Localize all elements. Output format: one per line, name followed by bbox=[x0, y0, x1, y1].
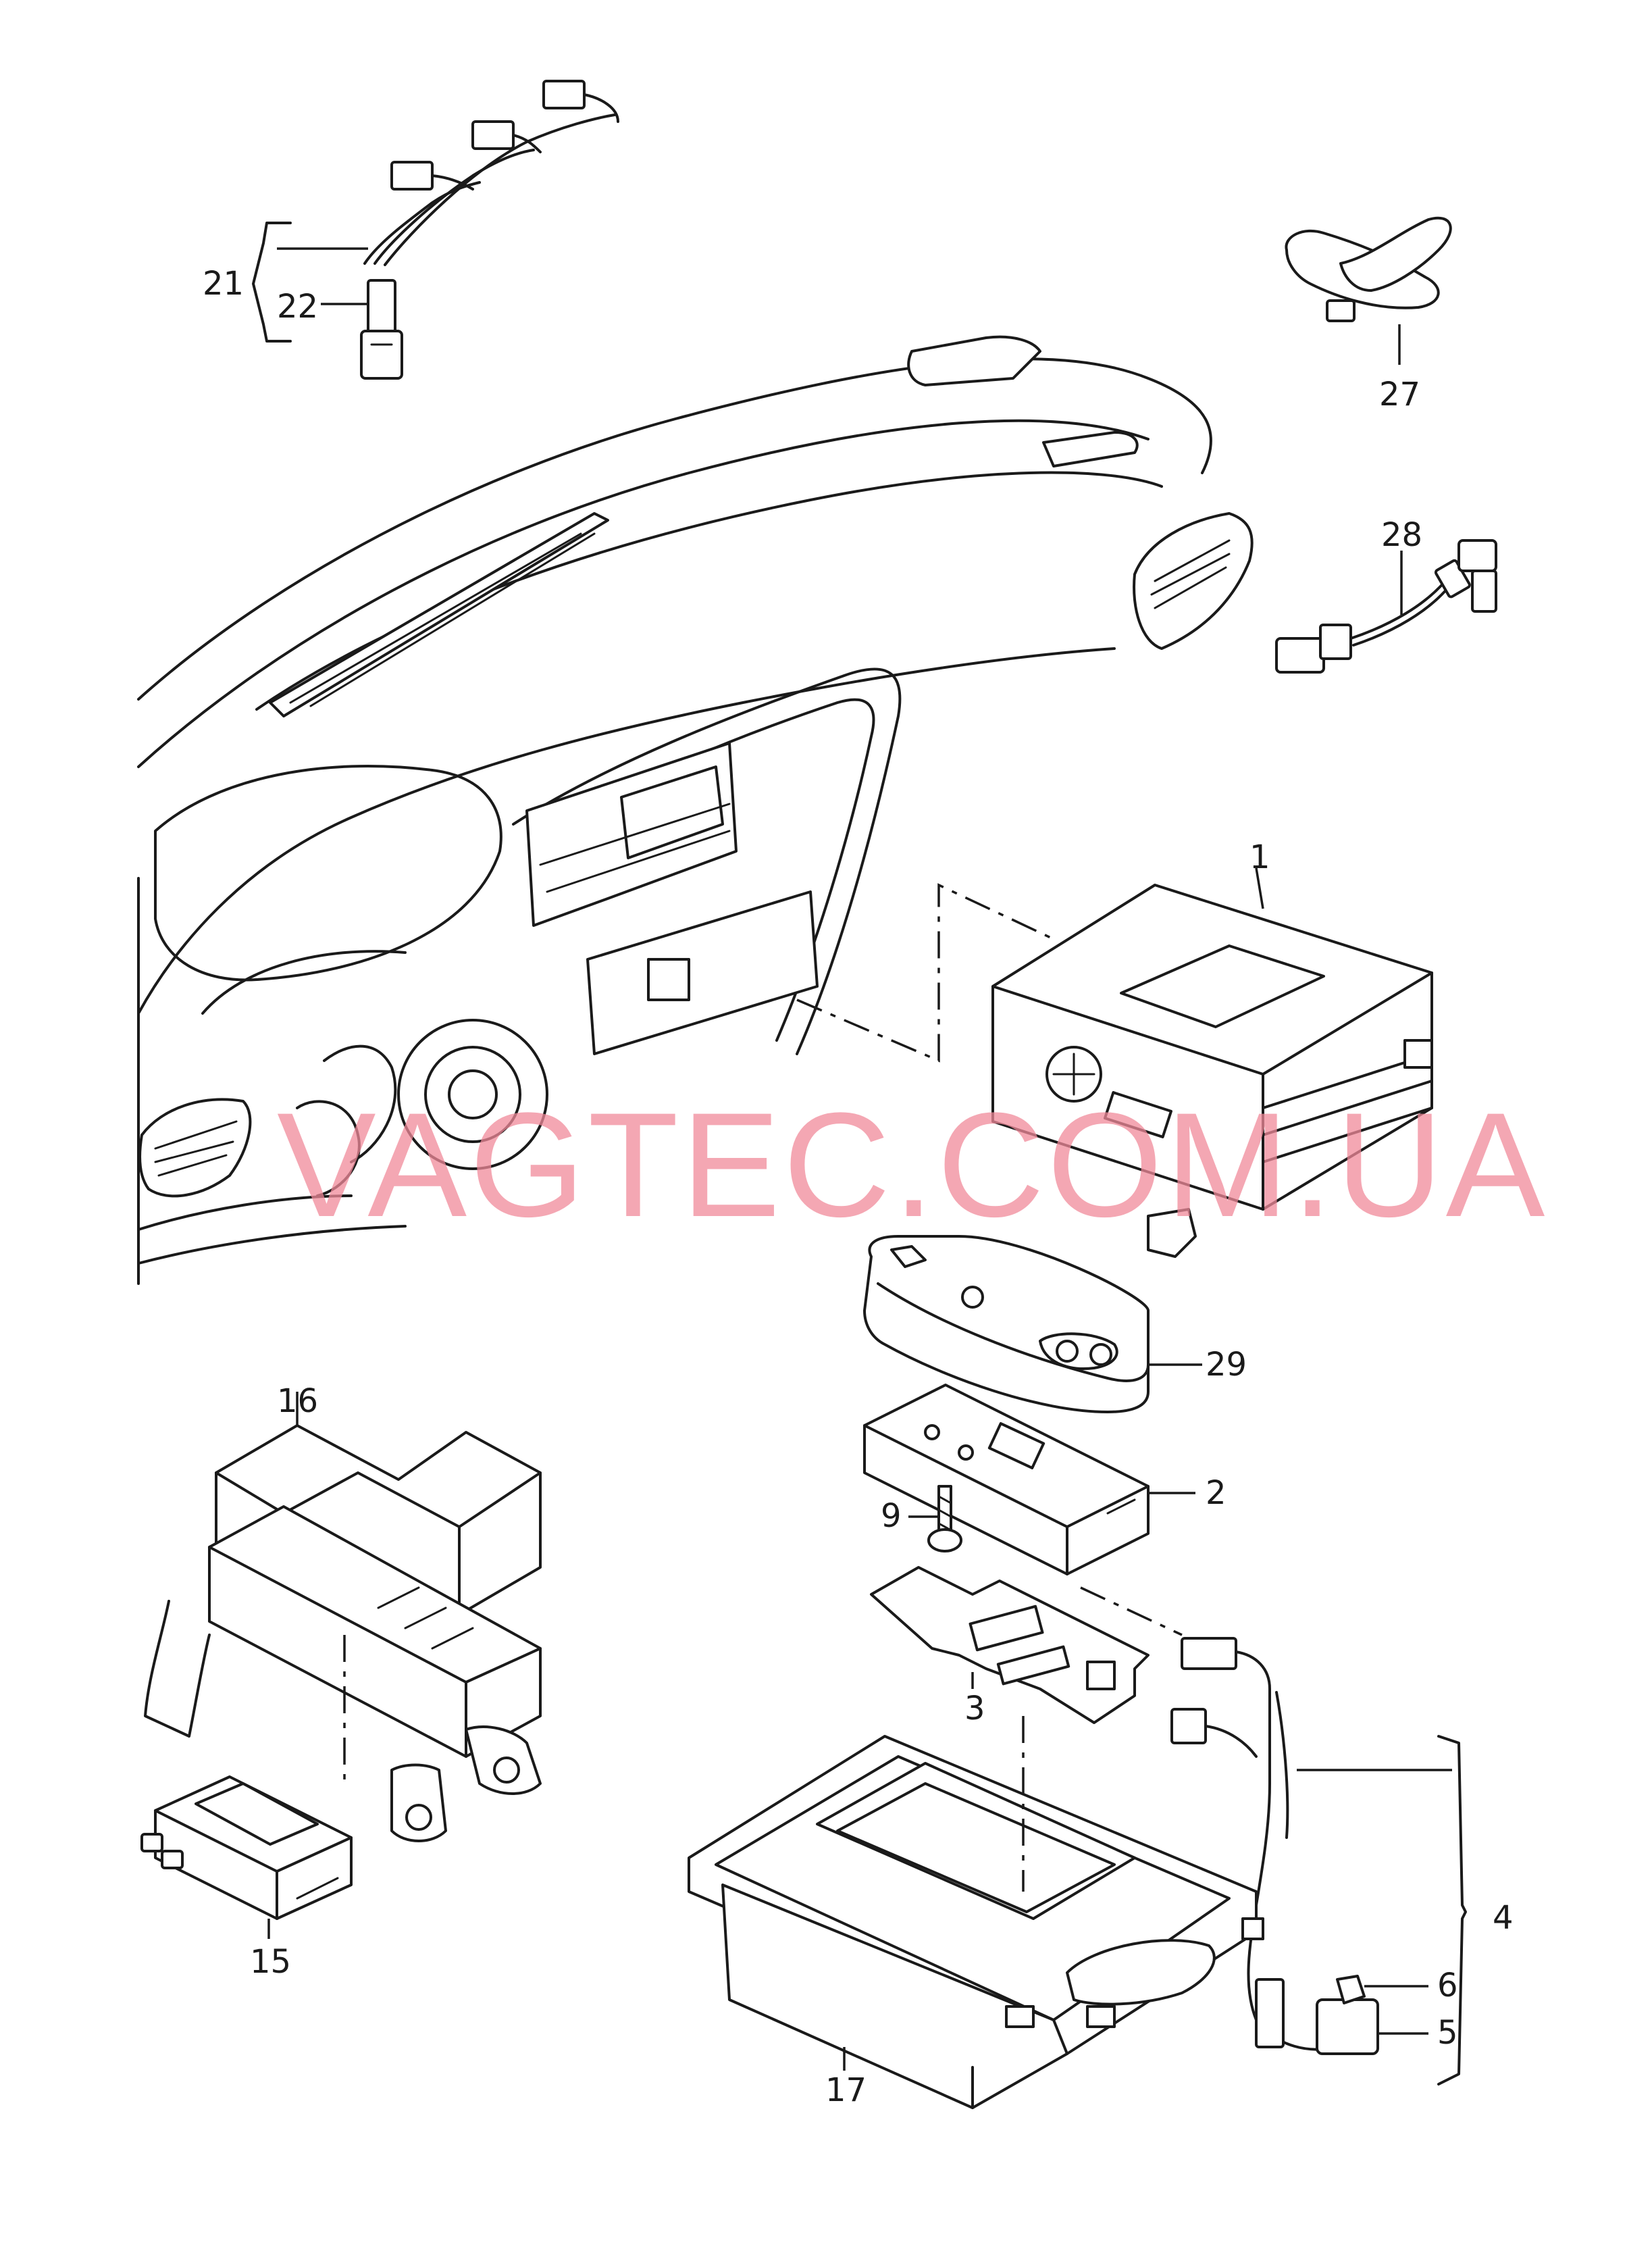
storage-tray-17 bbox=[688, 1735, 1264, 2109]
dashboard bbox=[137, 335, 1254, 1285]
cable-set-4 bbox=[1170, 1637, 1379, 2055]
callout-16: 16 bbox=[277, 1382, 318, 1420]
watermark: VAGTEC.COM.UA bbox=[277, 1082, 1547, 1248]
callout-5: 5 bbox=[1437, 2014, 1458, 2052]
trim-bezel-29 bbox=[863, 1235, 1150, 1413]
callout-15: 15 bbox=[250, 1943, 291, 1981]
assembly-line-4 bbox=[1080, 1586, 1183, 1636]
control-module-15 bbox=[140, 1775, 353, 1920]
callout-9: 9 bbox=[881, 1497, 902, 1535]
bracket-4 bbox=[1437, 1735, 1467, 2086]
callout-3: 3 bbox=[964, 1690, 985, 1727]
screw-9 bbox=[927, 1485, 962, 1552]
connector-22 bbox=[360, 279, 403, 380]
callout-22: 22 bbox=[277, 288, 318, 326]
head-unit-1 bbox=[991, 884, 1433, 1258]
callout-27: 27 bbox=[1379, 376, 1420, 413]
antenna-cable-28 bbox=[1275, 539, 1497, 674]
callout-2: 2 bbox=[1206, 1474, 1227, 1512]
antenna-27 bbox=[1285, 216, 1452, 322]
control-panel-2 bbox=[863, 1384, 1150, 1575]
callout-4: 4 bbox=[1493, 1899, 1514, 1937]
callout-labels: 1 2 3 4 5 6 9 15 16 17 21 22 27 28 29 bbox=[203, 265, 1514, 2109]
assembly-line-1 bbox=[796, 883, 1054, 1063]
leader-1 bbox=[1255, 867, 1264, 909]
callout-1: 1 bbox=[1249, 838, 1270, 876]
callout-28: 28 bbox=[1381, 516, 1422, 554]
callout-21: 21 bbox=[203, 265, 244, 303]
callout-29: 29 bbox=[1206, 1346, 1247, 1384]
callout-6: 6 bbox=[1437, 1967, 1458, 2004]
bracket-21-22 bbox=[252, 222, 292, 343]
wiring-harness-21 bbox=[363, 80, 619, 266]
callout-17: 17 bbox=[825, 2071, 867, 2109]
circuit-board-3 bbox=[870, 1566, 1150, 1724]
mounting-frame-16 bbox=[144, 1424, 542, 1842]
